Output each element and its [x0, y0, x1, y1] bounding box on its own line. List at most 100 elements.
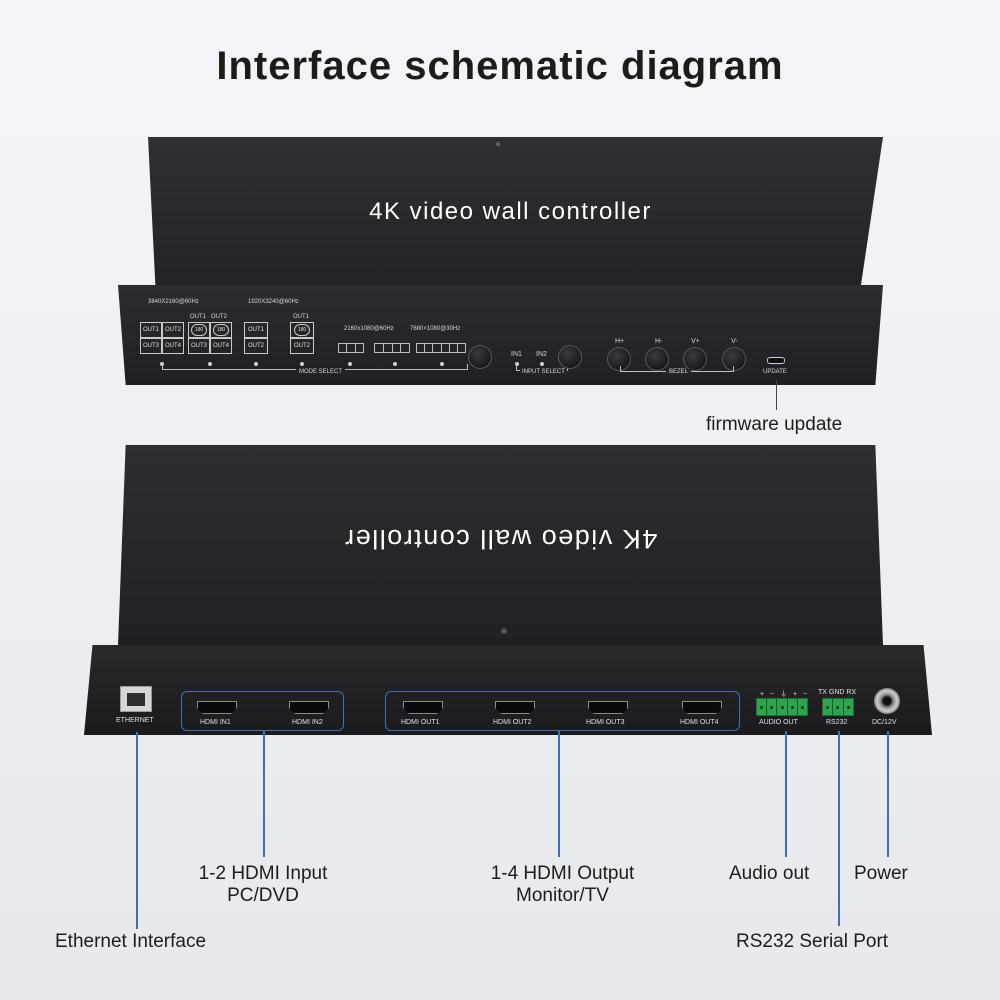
- hdmi-input-leader-line: [263, 731, 265, 857]
- screw-icon: [494, 140, 502, 148]
- audio-out-label: AUDIO OUT: [759, 719, 798, 726]
- ethernet-port-icon[interactable]: [120, 686, 152, 712]
- v-minus-button[interactable]: [722, 347, 746, 371]
- mode1-out4: OUT4: [162, 338, 184, 354]
- mode3-out1: OUT1: [244, 322, 268, 338]
- mode-led-4: [300, 362, 304, 366]
- dc-power-jack[interactable]: [874, 688, 900, 714]
- mode4-out2: OUT2: [290, 338, 314, 354]
- v-minus-label: V-: [731, 338, 738, 345]
- mode-led-5: [348, 362, 352, 366]
- hdmi-out3-label: HDMI OUT3: [586, 719, 625, 726]
- hdmi-output-callout-line2: Monitor/TV: [516, 885, 609, 906]
- rotate-180-icon: 180: [294, 324, 310, 336]
- firmware-update-label: firmware update: [706, 414, 843, 435]
- mode4-out1-label: OUT1: [293, 314, 310, 320]
- hdmi-out2-port[interactable]: [495, 701, 535, 714]
- mode3-out2: OUT2: [244, 338, 268, 354]
- h-plus-button[interactable]: [607, 347, 631, 371]
- input-select-button[interactable]: [558, 345, 582, 369]
- audio-out-callout: Audio out: [729, 863, 810, 884]
- mode-led-6: [393, 362, 397, 366]
- device-back-panel: [84, 645, 932, 735]
- hdmi-input-group: [181, 691, 344, 731]
- in2-led: [540, 362, 544, 366]
- page-title: Interface schematic diagram: [216, 44, 784, 88]
- hdmi-input-callout-line1: 1-2 HDMI Input: [198, 863, 328, 884]
- mode2-out1-label: OUT1: [190, 314, 207, 320]
- audio-pin-labels: + − ⏚ + −: [760, 691, 810, 698]
- rs232-leader-line: [838, 731, 840, 926]
- device-top-label: 4K video wall controller: [369, 198, 652, 225]
- bezel-label: BEZEL: [666, 369, 692, 375]
- hdmi-in2-port[interactable]: [289, 701, 329, 714]
- mode7-layout: [416, 343, 466, 353]
- hdmi-in1-label: HDMI IN1: [200, 719, 231, 726]
- audio-out-terminal[interactable]: [756, 698, 808, 716]
- mode1-out3: OUT3: [140, 338, 162, 354]
- mode2-out2-label: OUT2: [211, 314, 228, 320]
- mode-led-2: [208, 362, 212, 366]
- h-plus-label: H+: [615, 338, 625, 345]
- rs232-pin-labels: TX GND RX: [818, 689, 857, 696]
- device-front-panel: [118, 285, 883, 385]
- hdmi-input-callout-line2: PC/DVD: [227, 885, 299, 906]
- mode4-rot-box: 180: [290, 322, 314, 338]
- device-bottom-surface: [118, 445, 883, 645]
- mode2-rot-box-2: 180: [210, 322, 232, 338]
- mode-led-7: [440, 362, 444, 366]
- hdmi-output-group: [385, 691, 740, 731]
- mode-select-label: MODE SELECT: [296, 369, 346, 375]
- rotate-180-icon: 180: [213, 324, 229, 336]
- ethernet-port-label: ETHERNET: [116, 717, 154, 724]
- hdmi-out3-port[interactable]: [588, 701, 628, 714]
- power-callout: Power: [854, 863, 908, 884]
- hdmi-input-callout: 1-2 HDMI Input PC/DVD: [168, 863, 358, 907]
- screw-icon: [500, 627, 508, 635]
- resolution-label-1: 3840X2160@60Hz: [148, 299, 199, 305]
- hdmi-in1-port[interactable]: [197, 701, 237, 714]
- in1-led: [515, 362, 519, 366]
- mode6-layout: [374, 343, 410, 353]
- dc-label: DC/12V: [872, 719, 897, 726]
- rs232-callout: RS232 Serial Port: [736, 931, 889, 952]
- hdmi-out4-port[interactable]: [682, 701, 722, 714]
- hdmi-out4-label: HDMI OUT4: [680, 719, 719, 726]
- mode2-rot-box-1: 180: [188, 322, 210, 338]
- hdmi-output-callout-line1: 1-4 HDMI Output: [490, 863, 635, 884]
- v-plus-label: V+: [691, 338, 700, 345]
- ethernet-callout: Ethernet Interface: [55, 931, 207, 952]
- rs232-terminal[interactable]: [822, 698, 854, 716]
- device-top-surface: [148, 137, 883, 285]
- usb-update-port[interactable]: [767, 357, 785, 364]
- mode1-out2: OUT2: [162, 322, 184, 338]
- hdmi-out1-label: HDMI OUT1: [401, 719, 440, 726]
- mode1-out1: OUT1: [140, 322, 162, 338]
- in2-label: IN2: [536, 351, 547, 358]
- hdmi-output-callout: 1-4 HDMI Output Monitor/TV: [460, 863, 665, 907]
- resolution-label-3: 2160x1080@60Hz: [344, 326, 394, 332]
- hdmi-out1-port[interactable]: [403, 701, 443, 714]
- h-minus-label: H-: [655, 338, 663, 345]
- update-label: UPDATE: [763, 369, 787, 375]
- audio-leader-line: [785, 731, 787, 857]
- h-minus-button[interactable]: [645, 347, 669, 371]
- ethernet-leader-line: [136, 732, 138, 929]
- firmware-leader-line: [776, 380, 777, 410]
- resolution-label-4: 7680×1080@30Hz: [410, 326, 461, 332]
- rs232-label: RS232: [826, 719, 848, 726]
- mode-select-button[interactable]: [468, 345, 492, 369]
- hdmi-out2-label: HDMI OUT2: [493, 719, 532, 726]
- input-select-label: INPUT SELECT: [520, 369, 567, 375]
- hdmi-output-leader-line: [558, 731, 560, 857]
- hdmi-in2-label: HDMI IN2: [292, 719, 323, 726]
- mode2-out3: OUT3: [188, 338, 210, 354]
- device-bottom-label: 4K video wall controller: [343, 524, 658, 554]
- mode2-out4: OUT4: [210, 338, 232, 354]
- rotate-180-icon: 180: [191, 324, 207, 336]
- resolution-label-2: 1920X3240@60Hz: [248, 299, 299, 305]
- mode5-layout: [338, 343, 364, 353]
- v-plus-button[interactable]: [683, 347, 707, 371]
- in1-label: IN1: [511, 351, 522, 358]
- power-leader-line: [887, 731, 889, 857]
